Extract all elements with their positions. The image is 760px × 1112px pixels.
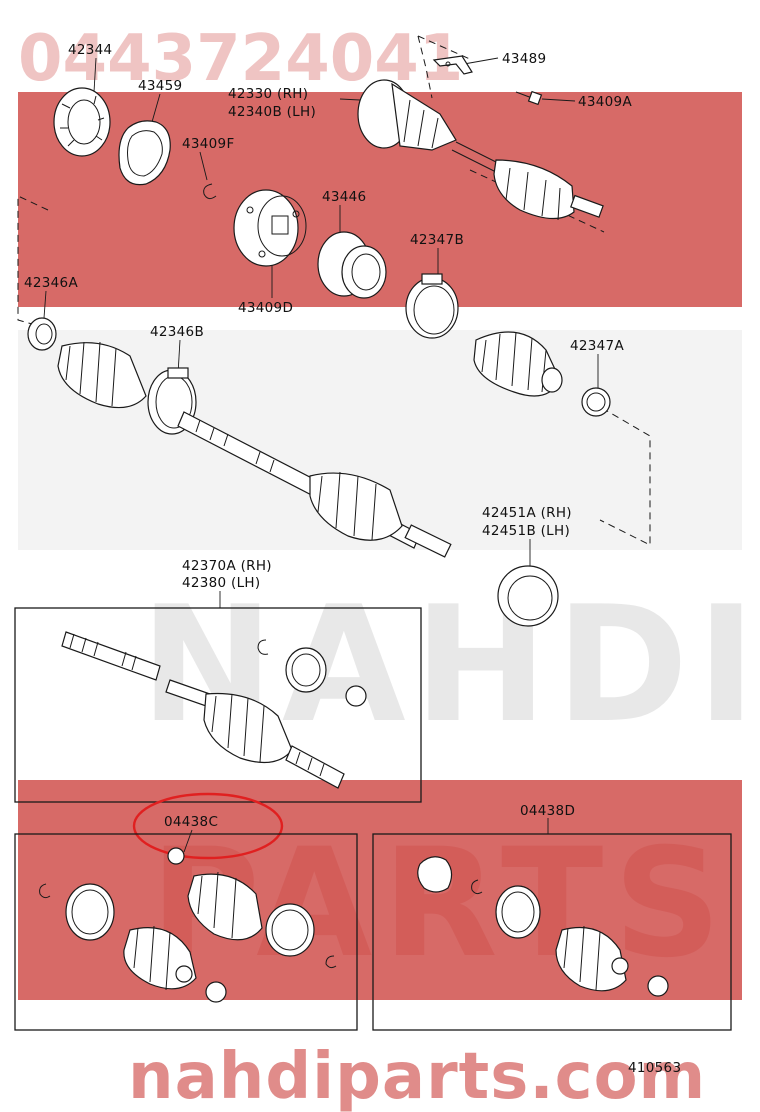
label-kit-04438D: 04438D [520, 803, 575, 819]
part-42330-outer-shaft [357, 79, 604, 221]
part-inner-boot [473, 331, 563, 397]
label-42340B: 42340B (LH) [228, 104, 316, 120]
part-43409F-clip [203, 183, 217, 200]
label-42370A: 42370A (RH) [182, 558, 272, 574]
label-43489: 43489 [502, 51, 546, 67]
part-main-boot-left [57, 341, 147, 409]
part-43446-bearing [317, 231, 387, 299]
label-42451A: 42451A (RH) [482, 505, 572, 521]
part-main-shaft [177, 411, 452, 558]
highlight-04438C [132, 792, 284, 860]
label-42347A: 42347A [570, 338, 624, 354]
part-42346A-clamp [27, 317, 57, 351]
box-kit-04438D[interactable] [372, 833, 732, 1031]
box-shaft-assembly [14, 607, 422, 803]
label-43459: 43459 [138, 78, 182, 94]
part-43409A-bolt [515, 90, 543, 106]
part-42344-joint-cage [53, 87, 111, 157]
part-42347A-clamp [581, 387, 611, 417]
label-43409D: 43409D [238, 300, 293, 316]
label-diagram-number: 410563 [628, 1060, 681, 1076]
part-42347B-boot-clamp [405, 273, 459, 339]
part-42370A-shaft-assembly [61, 631, 367, 789]
label-42380: 42380 (LH) [182, 575, 260, 591]
label-42344: 42344 [68, 42, 112, 58]
box-kit-04438C[interactable] [14, 833, 358, 1031]
label-42346B: 42346B [150, 324, 204, 340]
kit-04438C-parts [39, 847, 337, 1003]
label-42330: 42330 (RH) [228, 86, 308, 102]
kit-04438D-parts [417, 856, 669, 997]
part-42451-seal [497, 565, 559, 627]
watermark-site: nahdiparts.com [128, 1040, 706, 1112]
label-43446: 43446 [322, 189, 366, 205]
part-43409D-tripod-housing [233, 189, 307, 267]
label-42451B: 42451B (LH) [482, 523, 570, 539]
labels: 42344 43459 43409F 43489 43409A 42330 (R… [24, 42, 681, 1076]
part-43459-snap-ring [118, 120, 171, 186]
leader-lines [43, 57, 599, 853]
part-43489-bracket [432, 55, 473, 75]
label-43409A: 43409A [578, 94, 632, 110]
label-42347B: 42347B [410, 232, 464, 248]
label-42346A: 42346A [24, 275, 78, 291]
label-43409F: 43409F [182, 136, 235, 152]
label-kit-04438C: 04438C [164, 814, 218, 830]
